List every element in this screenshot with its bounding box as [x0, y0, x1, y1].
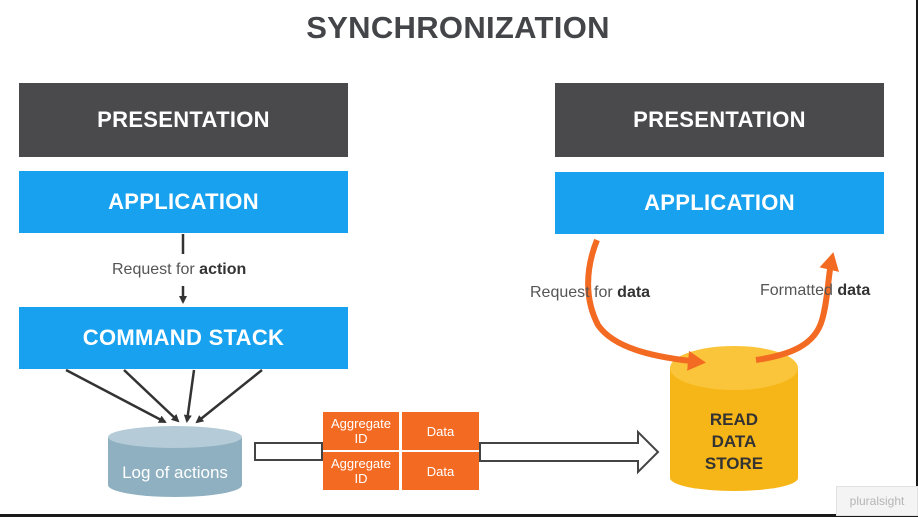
left-application-label: APPLICATION — [108, 189, 259, 214]
sync-arrow-right — [479, 429, 660, 475]
pluralsight-watermark: pluralsight — [836, 486, 918, 516]
right-application-layer: APPLICATION — [555, 172, 884, 234]
request-action-text: Request for — [112, 261, 195, 278]
store-line-1: READ — [709, 410, 759, 429]
command-stack-label: COMMAND STACK — [82, 325, 285, 350]
log-cylinder — [108, 426, 242, 497]
slide-title: SYNCHRONIZATION — [306, 10, 610, 45]
formatted-data-text: Formatted — [760, 282, 833, 299]
store-line-3: STORE — [704, 454, 764, 473]
table-row-2-key: Aggregate ID — [323, 452, 399, 490]
right-application-label: APPLICATION — [644, 190, 795, 215]
request-action-bold: action — [199, 261, 247, 278]
formatted-data-bold: data — [837, 282, 871, 299]
right-presentation-layer: PRESENTATION — [555, 83, 884, 157]
fan-arrow-3 — [183, 369, 196, 423]
fan-arrow-4 — [195, 369, 263, 424]
left-presentation-layer: PRESENTATION — [19, 83, 348, 157]
request-data-label: Request for data — [530, 284, 650, 302]
command-stack-layer: COMMAND STACK — [19, 307, 348, 369]
table-row-1-value: Data — [402, 412, 479, 450]
table-row-1-key: Aggregate ID — [323, 412, 399, 450]
request-data-text: Request for — [530, 284, 613, 301]
request-data-bold: data — [617, 284, 651, 301]
read-data-store-label: READ DATA STORE — [670, 409, 798, 475]
store-line-2: DATA — [711, 432, 757, 451]
sync-arrow-left — [254, 442, 323, 461]
fan-arrow-1 — [65, 368, 167, 424]
formatted-data-label: Formatted data — [760, 282, 870, 300]
request-action-label: Request for action — [112, 261, 246, 279]
right-presentation-label: PRESENTATION — [633, 107, 806, 132]
orange-arrow-request-data — [585, 238, 706, 371]
left-presentation-label: PRESENTATION — [97, 107, 270, 132]
log-of-actions-label: Log of actions — [122, 463, 228, 482]
table-row-2-value: Data — [402, 452, 479, 490]
orange-arrow-formatted-data — [755, 252, 839, 363]
fan-arrow-2 — [123, 369, 180, 423]
left-application-layer: APPLICATION — [19, 171, 348, 233]
